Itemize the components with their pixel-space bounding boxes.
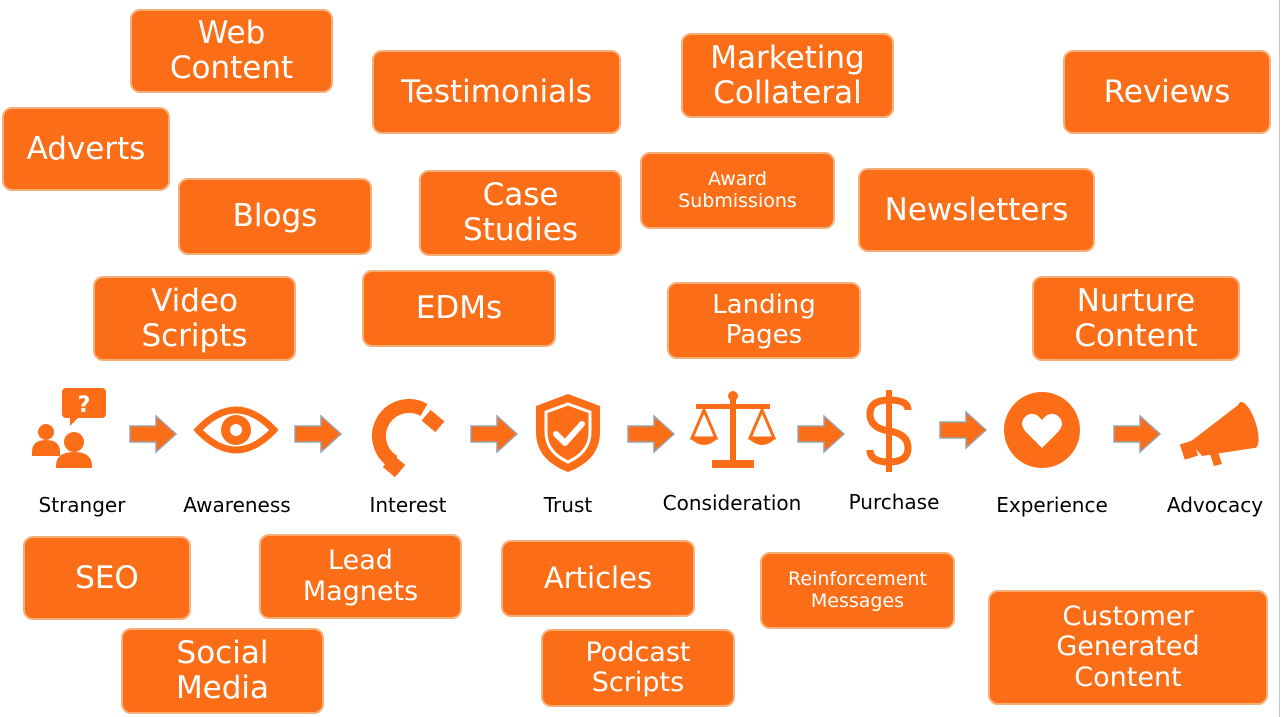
right-arrow-icon [470,414,519,454]
box-web-content: Web Content [130,9,333,93]
magnet-icon [372,399,445,478]
stage-label-interest: Interest [369,493,447,517]
box-case-studies: Case Studies [419,170,622,256]
box-customer-generated-content: Customer Generated Content [988,590,1268,705]
box-seo: SEO [23,536,191,620]
megaphone-icon [1180,402,1259,466]
slide-border [1279,0,1280,717]
box-marketing-collateral: Marketing Collateral [681,33,894,118]
box-nurture-content: Nurture Content [1032,276,1240,361]
box-landing-pages: Landing Pages [667,282,861,359]
right-arrow-icon [1113,414,1162,454]
box-award-submissions: Award Submissions [640,152,835,229]
box-podcast-scripts: Podcast Scripts [541,629,735,707]
box-lead-magnets: Lead Magnets [259,534,462,619]
eye-icon [194,406,278,454]
svg-text:?: ? [78,393,91,418]
stage-label-trust: Trust [543,493,593,517]
stage-label-awareness: Awareness [183,493,291,517]
heart-icon [1004,392,1080,468]
box-newsletters: Newsletters [858,168,1095,252]
box-articles: Articles [501,540,695,617]
stage-label-consideration: Consideration [662,491,802,515]
dollar-icon [866,390,912,472]
stage-label-experience: Experience [996,493,1108,517]
right-arrow-icon [294,414,343,454]
box-social-media: Social Media [121,628,324,714]
box-video-scripts: Video Scripts [93,276,296,361]
box-testimonials: Testimonials [372,50,621,134]
box-edms: EDMs [362,270,556,347]
people-question-icon: ? [32,388,106,468]
stage-label-stranger: Stranger [38,493,126,517]
scales-icon [690,391,776,468]
stage-label-advocacy: Advocacy [1166,493,1264,517]
box-reinforcement-messages: Reinforcement Messages [760,552,955,629]
right-arrow-icon [939,410,988,450]
stage-label-purchase: Purchase [848,490,940,514]
right-arrow-icon [627,414,676,454]
shield-check-icon [536,394,600,472]
right-arrow-icon [797,414,846,454]
right-arrow-icon [129,414,178,454]
box-adverts: Adverts [2,107,170,191]
box-reviews: Reviews [1063,50,1271,134]
box-blogs: Blogs [178,178,372,255]
